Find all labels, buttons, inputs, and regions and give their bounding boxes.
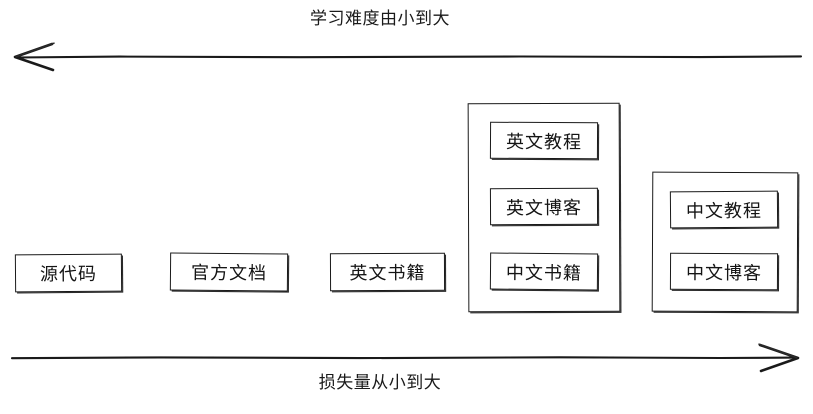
bottom-axis-label: 损失量从小到大: [318, 373, 442, 393]
node-label: 官方文档: [190, 262, 268, 285]
node-english-blogs[interactable]: 英文博客: [489, 187, 599, 226]
node-label: 英文博客: [505, 197, 583, 219]
node-label: 英文书籍: [349, 262, 426, 285]
arrow-left-icon: [13, 42, 803, 72]
node-label: 中文博客: [685, 262, 763, 284]
node-source-code[interactable]: 源代码: [14, 253, 123, 293]
node-chinese-books[interactable]: 中文书籍: [489, 252, 599, 291]
arrow-right-icon: [10, 343, 800, 373]
node-label: 中文教程: [685, 200, 763, 222]
node-english-books[interactable]: 英文书籍: [329, 252, 446, 292]
node-label: 中文书籍: [505, 262, 583, 284]
node-chinese-blogs[interactable]: 中文博客: [669, 252, 779, 291]
node-chinese-tutorials[interactable]: 中文教程: [669, 190, 779, 229]
node-official-docs[interactable]: 官方文档: [169, 252, 289, 292]
node-label: 英文教程: [505, 131, 583, 153]
node-english-tutorials[interactable]: 英文教程: [489, 121, 599, 160]
node-label: 源代码: [39, 263, 98, 286]
top-axis-label: 学习难度由小到大: [310, 9, 450, 29]
